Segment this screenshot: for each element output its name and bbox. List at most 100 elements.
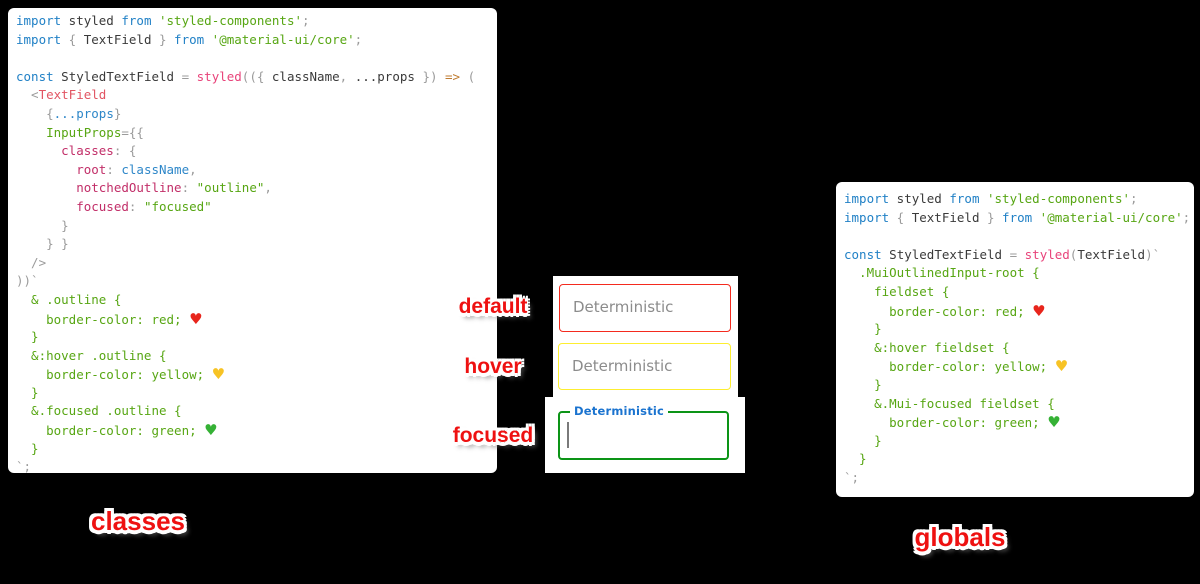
code-token: TextField <box>911 209 980 225</box>
code-line: } <box>844 432 1194 451</box>
code-token: StyledTextField <box>53 68 182 84</box>
heart-emoji: ♥ <box>1047 413 1061 432</box>
heart-emoji: ♥ <box>189 309 203 328</box>
code-token: styled <box>889 191 950 206</box>
code-token: , <box>339 68 355 84</box>
code-token: , <box>189 161 197 177</box>
code-line: } <box>844 320 1194 339</box>
code-token: ( <box>1069 246 1078 262</box>
code-token: className <box>121 161 190 177</box>
textfield-default-label: Deterministic <box>573 298 674 316</box>
code-token: from <box>949 191 980 206</box>
code-line: } } <box>16 235 497 254</box>
code-token: )` <box>1145 246 1161 262</box>
code-token: styled <box>1024 246 1070 262</box>
code-line: import styled from 'styled-components'; <box>844 190 1194 209</box>
annotation-focused: focused <box>452 424 534 447</box>
code-line: border-color: green; ♥ <box>16 421 497 440</box>
code-token: ))` <box>16 273 39 289</box>
code-token: { <box>16 105 54 121</box>
heart-emoji: ♥ <box>204 421 218 440</box>
code-token: root <box>16 161 107 177</box>
code-line: border-color: red; ♥ <box>16 310 497 329</box>
code-token: import <box>844 209 890 225</box>
code-token: } <box>979 209 1003 225</box>
textfield-default[interactable]: Deterministic <box>559 284 731 332</box>
code-token: : <box>181 180 197 196</box>
code-token: &:hover fieldset { <box>844 339 1010 355</box>
code-token: /> <box>16 254 47 270</box>
code-token: ; <box>354 31 363 47</box>
code-line: &:hover fieldset { <box>844 339 1194 358</box>
caption-classes: classes <box>91 506 185 536</box>
code-token: } <box>113 105 122 121</box>
code-token: } <box>844 432 882 448</box>
code-token: } } <box>16 236 69 252</box>
code-token: from <box>121 13 152 28</box>
code-line: InputProps={{ <box>16 124 497 143</box>
code-token: border-color: red; <box>844 303 1033 319</box>
annotation-default: default <box>458 295 528 318</box>
code-line <box>844 227 1194 246</box>
code-token: } <box>16 329 39 345</box>
code-token: : { <box>113 143 137 159</box>
code-line: ))` <box>16 272 497 291</box>
code-token: { <box>889 209 912 225</box>
code-token: } <box>16 440 39 456</box>
code-token: styled <box>196 68 242 84</box>
code-line: } <box>16 384 497 403</box>
code-line: & .outline { <box>16 291 497 310</box>
code-token: '@material-ui/core' <box>1032 209 1183 225</box>
code-token: } <box>16 384 39 400</box>
code-token: ( <box>460 68 476 84</box>
code-token: TextField <box>1077 246 1146 262</box>
code-token: styled <box>61 13 122 28</box>
code-line: const StyledTextField = styled(({ classN… <box>16 68 497 87</box>
code-token: import <box>16 13 62 28</box>
code-token: border-color: yellow; <box>844 359 1055 375</box>
code-line: border-color: red; ♥ <box>844 302 1194 321</box>
code-line: {...props} <box>16 105 497 124</box>
globals-code-panel: import styled from 'styled-components';i… <box>836 182 1194 497</box>
code-token: } <box>16 217 69 233</box>
code-line: import { TextField } from '@material-ui/… <box>844 209 1194 228</box>
code-token: 'styled-components' <box>979 191 1130 206</box>
code-token: = <box>181 68 197 84</box>
code-line: &.focused .outline { <box>16 402 497 421</box>
code-token: "focused" <box>143 198 212 214</box>
code-line: } <box>844 450 1194 469</box>
heart-emoji: ♥ <box>211 365 226 384</box>
textfield-hover[interactable]: Deterministic <box>558 343 731 390</box>
code-token: ...props <box>354 68 415 84</box>
code-line: focused: "focused" <box>16 198 497 217</box>
textfield-focused[interactable]: Deterministic <box>558 404 729 460</box>
caption-globals: globals <box>914 522 1006 552</box>
code-line: border-color: yellow; ♥ <box>16 365 497 384</box>
heart-emoji: ♥ <box>1032 301 1046 320</box>
text-cursor <box>567 422 569 448</box>
code-line: notchedOutline: "outline", <box>16 179 497 198</box>
code-token: classes <box>16 143 114 159</box>
code-token: &:hover .outline { <box>16 347 167 363</box>
code-token: } <box>151 31 175 47</box>
textfield-focused-notch-label: Deterministic <box>570 404 669 418</box>
code-token: } <box>844 376 882 392</box>
code-token: className <box>271 68 340 84</box>
code-line <box>16 49 497 68</box>
code-token: < <box>16 87 39 103</box>
code-token: from <box>1002 209 1033 225</box>
code-line: } <box>16 217 497 236</box>
code-token: import <box>844 191 890 206</box>
code-line: `; <box>844 469 1194 488</box>
code-token: & .outline { <box>16 291 122 307</box>
code-token: notchedOutline <box>16 180 182 196</box>
code-token: &.focused .outline { <box>16 403 182 419</box>
code-token: const <box>16 68 54 84</box>
code-token: 'styled-components' <box>151 13 302 28</box>
code-token: border-color: green; <box>844 415 1048 431</box>
code-line: import styled from 'styled-components'; <box>16 12 497 31</box>
code-token: "outline" <box>196 180 265 196</box>
code-line: const StyledTextField = styled(TextField… <box>844 246 1194 265</box>
code-line: &.Mui-focused fieldset { <box>844 395 1194 414</box>
